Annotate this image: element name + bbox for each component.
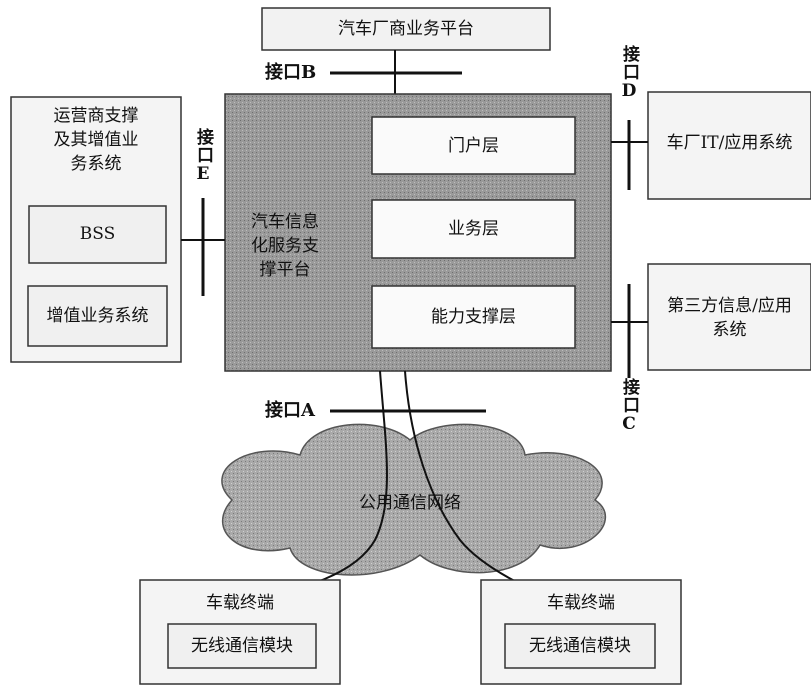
layer-portal-box xyxy=(371,116,576,175)
bss-label: BSS xyxy=(79,224,116,244)
operator-support-line-3: 务系统 xyxy=(70,154,122,174)
vas-box xyxy=(27,285,168,347)
vas-label: 增值业务系统 xyxy=(46,306,149,326)
layer-portal-label: 门户层 xyxy=(448,136,499,156)
automaker-it-label: 车厂IT/应用系统 xyxy=(666,133,793,153)
top-platform-box xyxy=(261,7,551,51)
top-platform-label: 汽车厂商业务平台 xyxy=(338,19,474,39)
interface-c-label: 接口C xyxy=(619,378,639,435)
layer-capability-box xyxy=(371,285,576,349)
interface-d-label: 接口D xyxy=(619,45,639,102)
interface-b-label: 接口B xyxy=(265,62,317,83)
bss-box xyxy=(28,205,167,264)
network-label: 公用通信网络 xyxy=(359,493,461,513)
central-platform-label: 汽车信息 化服务支 撑平台 xyxy=(230,210,340,282)
third-party-box xyxy=(647,263,811,371)
terminal-right-module: 无线通信模块 xyxy=(529,636,631,656)
central-platform-line-2: 化服务支 xyxy=(251,236,319,256)
interface-e-label: 接口E xyxy=(193,128,213,185)
central-platform-line-1: 汽车信息 xyxy=(251,212,319,232)
terminal-left-module-box xyxy=(167,623,317,669)
interface-a-label: 接口A xyxy=(265,400,315,421)
terminal-right-module-box xyxy=(504,623,656,669)
third-party-line-1: 第三方信息/应用 xyxy=(667,296,792,316)
central-platform-line-3: 撑平台 xyxy=(259,260,311,280)
terminal-left-title: 车载终端 xyxy=(206,593,274,613)
third-party-label: 第三方信息/应用 系统 xyxy=(648,294,811,342)
terminal-left-module: 无线通信模块 xyxy=(191,636,293,656)
operator-support-line-1: 运营商支撑 xyxy=(53,106,139,126)
automaker-it-box xyxy=(647,91,811,200)
layer-business-box xyxy=(371,199,576,259)
layer-business-label: 业务层 xyxy=(448,219,499,239)
operator-support-line-2: 及其增值业 xyxy=(53,130,139,150)
operator-support-title: 运营商支撑 及其增值业 务系统 xyxy=(11,104,181,176)
layer-capability-label: 能力支撑层 xyxy=(431,307,516,327)
network-cloud xyxy=(221,423,607,576)
terminal-right-title: 车载终端 xyxy=(547,593,615,613)
third-party-line-2: 系统 xyxy=(712,320,747,340)
